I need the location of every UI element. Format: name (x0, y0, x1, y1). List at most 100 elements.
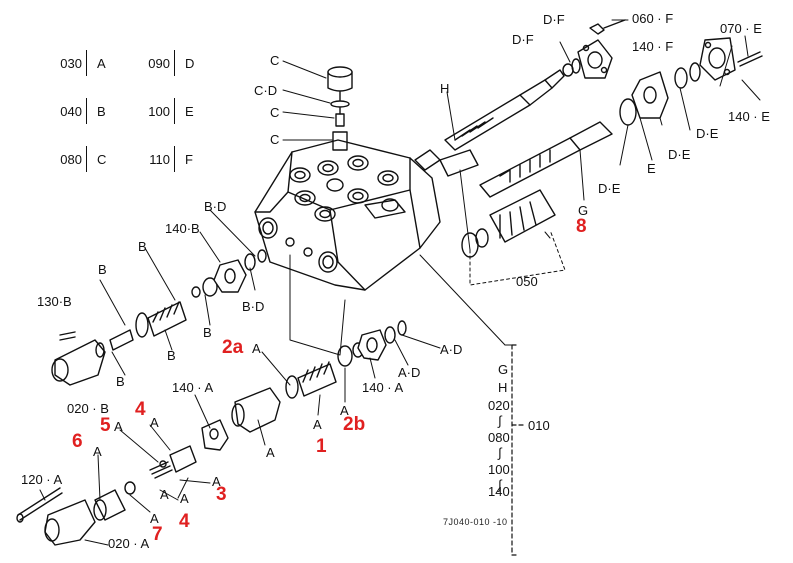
label-130-b: 130·B (37, 294, 72, 309)
plug-b-assembly (51, 249, 267, 386)
cover-e (619, 35, 763, 126)
label-ad-right: A·D (440, 342, 463, 357)
legend-bracket (86, 50, 95, 76)
label-c-mid: C (270, 105, 280, 120)
legend-bracket (86, 146, 95, 172)
label-120-a: 120 · A (21, 472, 63, 487)
label-140-b: 140·B (165, 221, 200, 236)
label-de-left: D·E (598, 181, 621, 196)
label-b-5: B (116, 374, 125, 389)
callout-2a: 2a (222, 337, 244, 358)
legend-code: 100 (148, 104, 170, 120)
kit-tilde-2: ∫ (498, 445, 502, 460)
legend-letter: E (185, 104, 194, 120)
label-a-2b: A (340, 403, 349, 418)
label-c-top: C (270, 53, 280, 68)
legend-letter: C (97, 152, 107, 168)
kit-label-010: 010 (528, 418, 550, 433)
cap-assembly (327, 66, 353, 151)
kit-label-g: G (498, 362, 509, 377)
spool-g (439, 121, 613, 201)
legend-110: 110 F (136, 146, 193, 174)
legend-code: 090 (148, 56, 170, 72)
assembly-050 (461, 189, 556, 258)
label-e-body: E (647, 161, 656, 176)
callout-3: 3 (216, 484, 227, 505)
label-140-f: 140 · F (632, 39, 674, 54)
callout-4-bottom: 4 (179, 511, 190, 532)
label-a-5: A (114, 419, 123, 434)
legend-030: 030 A (48, 50, 106, 78)
label-bd-bottom: B·D (242, 299, 265, 314)
label-a-2a: A (252, 341, 261, 356)
label-a-3-upper: A (212, 474, 221, 489)
spring-a-assembly (285, 320, 407, 399)
label-a-body: A (266, 445, 275, 460)
legend-letter: F (185, 152, 193, 168)
callout-8: 8 (576, 216, 587, 237)
legend-code: 110 (149, 152, 170, 168)
label-ad-mid: A·D (398, 365, 421, 380)
plug-a-assembly (16, 387, 281, 546)
label-g: G (578, 203, 589, 218)
legend-040: 040 B (48, 98, 106, 126)
label-020-b: 020 · B (67, 401, 109, 416)
label-a-7: A (150, 511, 159, 526)
label-cd: C·D (254, 83, 278, 98)
spool-h (414, 63, 574, 171)
label-c-low: C (270, 132, 280, 147)
legend-bracket (86, 98, 95, 124)
legend-letter: D (185, 56, 195, 72)
legend-090: 090 D (136, 50, 195, 78)
legend-letter: A (97, 56, 106, 72)
label-a-6: A (93, 444, 102, 459)
label-a-spring: A (313, 417, 322, 432)
valve-body (254, 139, 441, 291)
callout-1: 1 (316, 436, 327, 457)
kit-label-020: 020 (488, 398, 510, 413)
label-b-1: B (138, 239, 147, 254)
callout-6: 6 (72, 431, 83, 452)
kit-label-080: 080 (488, 430, 510, 445)
label-df-upper: D·F (543, 12, 565, 27)
legend-letter: B (97, 104, 106, 120)
drawing-code: 7J040-010 -10 (443, 517, 508, 527)
kit-label-100: 100 (488, 462, 510, 477)
cover-f (571, 19, 626, 79)
kit-label-140: 140 (488, 484, 510, 499)
label-h: H (440, 81, 450, 96)
legend-100: 100 E (136, 98, 194, 126)
label-de-right: D·E (696, 126, 719, 141)
legend-code: 030 (60, 56, 82, 72)
label-bd-top: B·D (204, 199, 227, 214)
legend-bracket (174, 98, 183, 124)
kit-label-h: H (498, 380, 508, 395)
label-b-2: B (98, 262, 107, 277)
callout-7: 7 (152, 524, 163, 545)
callout-5: 5 (100, 415, 111, 436)
label-060-f: 060 · F (632, 11, 674, 26)
label-140-e: 140 · E (728, 109, 770, 124)
label-020-a: 020 · A (108, 536, 150, 551)
label-de-mid: D·E (668, 147, 691, 162)
label-140-a-left: 140 · A (172, 380, 214, 395)
label-070-e: 070 · E (720, 21, 762, 36)
legend-bracket (174, 50, 183, 76)
label-b-4: B (167, 348, 176, 363)
label-b-3: B (203, 325, 212, 340)
legend-code: 040 (60, 104, 82, 120)
label-a-4-top: A (150, 415, 159, 430)
legend-080: 080 C (48, 146, 107, 174)
legend-code: 080 (60, 152, 82, 168)
kit-tilde-3: ∫ (498, 477, 502, 492)
label-a-3: A (180, 491, 189, 506)
label-a-4-low: A (160, 487, 169, 502)
legend-bracket (174, 146, 183, 172)
callout-2b: 2b (343, 414, 366, 435)
kit-tilde-1: ∫ (498, 413, 502, 428)
callout-4-top: 4 (135, 399, 146, 420)
label-050: 050 (516, 274, 538, 289)
label-140-a-right: 140 · A (362, 380, 404, 395)
